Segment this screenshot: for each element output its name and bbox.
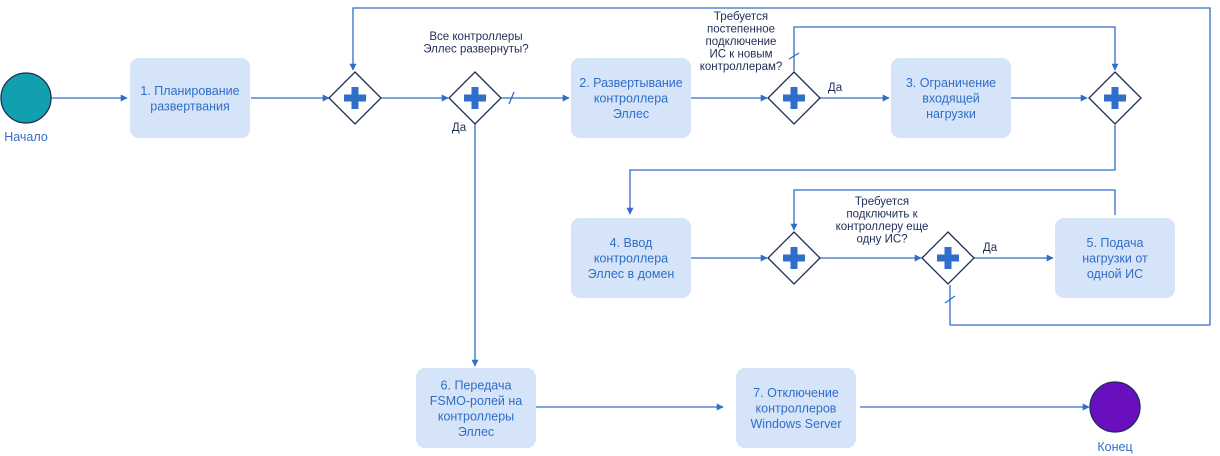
text-line: 2. Развертывание xyxy=(579,76,683,90)
sequence-flows xyxy=(51,7,1211,411)
text-line: контроллерам? xyxy=(700,61,783,73)
task-planning-box[interactable] xyxy=(130,58,250,138)
text-line: подключение xyxy=(706,36,777,48)
parallel-plus-icon xyxy=(783,87,805,109)
text-line: контроллеры xyxy=(438,409,514,423)
text-line: 6. Передача xyxy=(441,378,512,392)
gateway-merge-3[interactable] xyxy=(767,231,821,285)
start-event[interactable]: Начало xyxy=(0,72,52,144)
text-line: Эллес xyxy=(613,107,649,121)
gateway-all-deployed-yes: Да xyxy=(452,122,467,134)
text-line: контроллера xyxy=(594,252,668,266)
default-flow-mark-q1 xyxy=(508,91,515,105)
start-event-label: Начало xyxy=(4,130,48,144)
text-line: 1. Планирование xyxy=(140,84,239,98)
text-line: Эллес xyxy=(458,425,494,439)
text-line: FSMO-ролей на xyxy=(430,394,523,408)
text-line: Windows Server xyxy=(751,417,842,431)
text-line: 3. Ограничение xyxy=(906,76,996,90)
default-flow-mark-q3 xyxy=(944,295,956,304)
parallel-plus-icon xyxy=(783,247,805,269)
parallel-plus-icon xyxy=(937,247,959,269)
text-line: подключить к xyxy=(846,209,918,221)
text-line: нагрузки xyxy=(926,107,976,121)
text-line: постепенное xyxy=(707,24,775,36)
text-line: контроллера xyxy=(594,92,668,106)
end-event[interactable]: Конец xyxy=(1089,381,1141,454)
gateway-another-is-yes: Да xyxy=(983,242,998,254)
text-line: одной ИС xyxy=(1087,267,1143,281)
text-line: одну ИС? xyxy=(856,234,907,246)
text-line: Требуется xyxy=(855,196,909,208)
flow-t5-loop-to-g3 xyxy=(790,189,1116,231)
default-flow-mark-q2 xyxy=(788,52,800,60)
start-event-circle[interactable] xyxy=(0,72,52,124)
text-line: нагрузки от xyxy=(1082,252,1148,266)
text-line: развертвания xyxy=(150,99,229,113)
end-event-circle[interactable] xyxy=(1089,381,1141,433)
text-line: контроллеру еще xyxy=(836,221,929,233)
gateway-merge-2[interactable] xyxy=(1088,71,1142,125)
text-line: ИС к новым xyxy=(709,49,772,61)
text-line: Эллес развернуты? xyxy=(423,44,528,56)
text-line: Эллес в домен xyxy=(588,267,675,281)
task-deploy-controller-box[interactable] xyxy=(571,58,691,138)
parallel-plus-icon xyxy=(344,87,366,109)
task-disable-windows-box[interactable] xyxy=(736,368,856,448)
text-line: 7. Отключение xyxy=(753,386,839,400)
text-line: 5. Подача xyxy=(1087,236,1144,250)
flow-q2-bypass xyxy=(793,26,1119,71)
task-limit-load-box[interactable] xyxy=(891,58,1011,138)
parallel-plus-icon xyxy=(464,87,486,109)
text-line: Все контроллеры xyxy=(429,31,522,43)
text-line: входящей xyxy=(922,92,980,106)
text-line: 4. Ввод xyxy=(610,236,653,250)
gateway-gradual-connect-yes: Да xyxy=(828,82,843,94)
task-join-domain-box[interactable] xyxy=(571,218,691,298)
task-feed-load-box[interactable] xyxy=(1055,218,1175,298)
end-event-label: Конец xyxy=(1097,440,1132,454)
parallel-plus-icon xyxy=(1104,87,1126,109)
gateway-merge-1[interactable] xyxy=(328,71,382,125)
text-line: Требуется xyxy=(714,11,768,23)
flow-g2-to-t4 xyxy=(626,125,1116,215)
text-line: контроллеров xyxy=(756,402,837,416)
flow-q3-return-to-g1 xyxy=(349,7,1211,326)
task-transfer-fsmo-box[interactable] xyxy=(416,368,536,448)
